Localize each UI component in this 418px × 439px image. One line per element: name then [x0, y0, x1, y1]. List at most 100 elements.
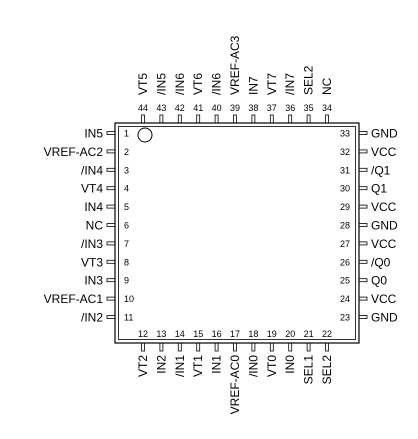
pin-number: 34 [322, 103, 332, 113]
pin-lead [159, 342, 164, 352]
pin-number: 22 [322, 329, 332, 339]
pin-name: VT2 [136, 355, 150, 377]
pin-number: 18 [248, 329, 258, 339]
pin-name: Q1 [371, 182, 387, 196]
pin-lead [141, 342, 145, 352]
pin-number: 27 [340, 239, 350, 249]
pin-number: 26 [340, 257, 350, 267]
pin-name: Q0 [371, 274, 387, 288]
pin-number: 20 [285, 329, 295, 339]
pin-number: 40 [212, 103, 222, 113]
pin-name: VREF-AC1 [44, 292, 104, 306]
pin-number: 44 [138, 103, 148, 113]
pin-lead [141, 114, 145, 124]
pin-name: IN2 [154, 355, 168, 374]
pin-number: 21 [304, 329, 314, 339]
pin-lead [106, 296, 116, 301]
pin-number: 37 [267, 103, 277, 113]
pin-name: VT4 [81, 182, 103, 196]
pin-name: SEL2 [320, 355, 334, 385]
pin-name: IN7 [246, 76, 260, 95]
pin-number: 41 [193, 103, 203, 113]
pin-name: VT7 [265, 73, 279, 95]
pin-name: /IN6 [173, 73, 187, 95]
pin-number: 14 [175, 329, 185, 339]
pin-lead [288, 114, 293, 124]
pin-lead [306, 342, 311, 352]
pin-lead [358, 315, 368, 319]
pin1-marker [137, 127, 153, 143]
pin-number: 5 [124, 202, 129, 212]
pin-number: 43 [156, 103, 166, 113]
pin-lead [358, 149, 368, 154]
pin-name: IN3 [84, 274, 103, 288]
pin-lead [358, 241, 368, 246]
package-inner-outline [118, 126, 356, 340]
pin-name: VT5 [136, 73, 150, 95]
pin-number: 7 [124, 239, 129, 249]
pin-lead [358, 167, 368, 172]
pin-lead [106, 186, 116, 191]
pin-lead [106, 167, 116, 172]
pin-number: 39 [230, 103, 240, 113]
pin-name: /IN6 [210, 73, 224, 95]
pin-lead [358, 223, 368, 227]
pin-name: GND [371, 219, 398, 233]
pin-lead [358, 186, 368, 191]
pin-lead [306, 114, 311, 124]
pin-name: NC [320, 77, 334, 95]
pin-name: NC [86, 219, 104, 233]
pin-lead [251, 114, 256, 124]
pin-name: VREF-AC3 [228, 35, 242, 95]
pin-number: 13 [156, 329, 166, 339]
pin-lead [358, 131, 368, 135]
pin-name: GND [371, 311, 398, 325]
pin-number: 35 [304, 103, 314, 113]
pin-number: 11 [124, 313, 133, 323]
pin-name: /IN3 [81, 237, 103, 251]
pin-name: /IN5 [154, 73, 168, 95]
pin-name: VCC [371, 145, 397, 159]
pin-number: 32 [340, 147, 350, 157]
pin-name: /Q1 [371, 163, 391, 177]
pin-name: VT1 [191, 355, 205, 377]
pin-name: VREF-AC0 [228, 355, 242, 415]
pin-lead [106, 204, 116, 209]
pin-number: 3 [124, 165, 129, 175]
pin-lead [269, 114, 274, 124]
pin-number: 38 [248, 103, 258, 113]
pin-lead [196, 114, 201, 124]
pin-name: IN4 [84, 200, 103, 214]
pin-name: VT0 [265, 355, 279, 377]
pin-lead [288, 342, 293, 352]
pin-number: 6 [124, 221, 129, 231]
pin-number: 42 [175, 103, 185, 113]
pin-number: 8 [124, 257, 129, 267]
pin-number: 23 [340, 313, 350, 323]
pin-lead [269, 342, 274, 352]
pin-number: 31 [340, 165, 350, 175]
pin-number: 28 [340, 221, 350, 231]
pin-labels: 1IN52VREF-AC23/IN44VT45IN46NC7/IN38VT39I… [44, 35, 398, 414]
pin-number: 24 [340, 294, 350, 304]
pin-lead [177, 342, 182, 352]
pin-number: 30 [340, 184, 350, 194]
pin-lead [106, 149, 116, 154]
pin-lead [106, 315, 116, 319]
pin-name: VT3 [81, 255, 103, 269]
pin-number: 25 [340, 276, 350, 286]
pin-name: IN0 [283, 355, 297, 374]
pin-lead [233, 114, 237, 124]
pin-name: VCC [371, 237, 397, 251]
pin-name: VCC [371, 200, 397, 214]
pin-lead [358, 296, 368, 301]
pin-lead [358, 278, 368, 283]
pin-name: /Q0 [371, 255, 391, 269]
pin-lead [214, 342, 219, 352]
pin-name: /IN4 [81, 163, 103, 177]
pin-lead [106, 259, 116, 264]
pin-number: 2 [124, 147, 129, 157]
pin-number: 36 [285, 103, 295, 113]
pin-name: VCC [371, 292, 397, 306]
